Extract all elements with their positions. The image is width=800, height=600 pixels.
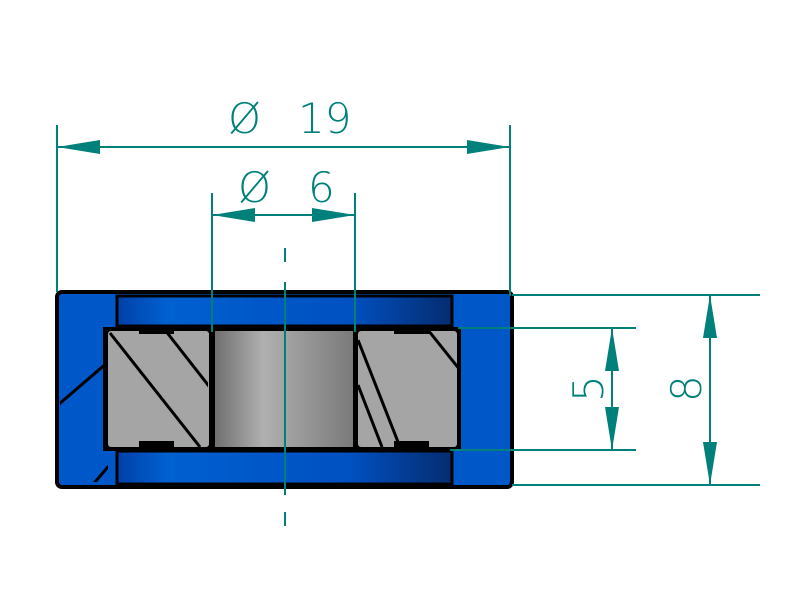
inner-diameter-symbol: Ø: [238, 163, 271, 212]
inner-diameter-value: 6: [308, 163, 335, 212]
bearing-insert: [103, 327, 461, 451]
right-insert-section: [358, 331, 457, 447]
outer-height-value: 8: [662, 375, 711, 402]
left-insert-section: [108, 331, 209, 447]
outer-diameter-symbol: Ø: [228, 94, 261, 143]
dimension-lines: [56, 125, 760, 486]
inner-height-value: 5: [564, 375, 613, 402]
outer-diameter-value: 19: [298, 94, 351, 143]
